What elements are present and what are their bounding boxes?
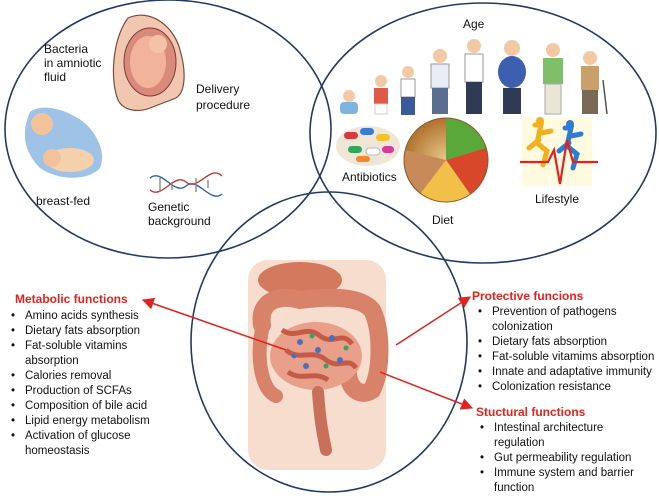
early-life-circle [4, 0, 332, 259]
age-label: Age [463, 17, 485, 31]
diet-plate-illustration [403, 117, 489, 203]
gut-circle [190, 191, 468, 493]
diet-label: Diet [432, 213, 454, 227]
list-item: Dietary fats absorption [476, 335, 654, 350]
pregnancy-illustration [112, 14, 185, 111]
antibiotics-pills-illustration [336, 126, 400, 166]
arrow-to-structural [379, 371, 474, 410]
antibiotics-label: Antibiotics [342, 170, 397, 184]
amniotic-bacteria-label: Bacteria in amniotic fluid [44, 42, 102, 84]
delivery-procedure-label: Delivery procedure [196, 82, 251, 112]
list-item: Fat-soluble vitamims absorption [476, 350, 654, 365]
structural-functions-title: Stuctural functions [476, 405, 586, 419]
older-adult-figure [543, 43, 563, 115]
list-item: Amino acids synthesis [9, 309, 150, 324]
genetic-background-label: Genetic background [148, 200, 211, 228]
lifestyle-illustration [520, 117, 598, 186]
lifestyle-label: Lifestyle [535, 192, 580, 206]
later-life-circle [309, 2, 657, 264]
list-item: Composition of bile acid [9, 399, 150, 414]
list-item: Lipid energy metabolism [9, 414, 150, 429]
toddler-figure [374, 75, 388, 115]
dna-helix-illustration [149, 172, 223, 197]
arrow-to-metabolic [141, 297, 287, 351]
metabolic-functions-list: Amino acids synthesis Dietary fats absor… [9, 309, 150, 459]
list-item: Gut permeability regulation [478, 451, 634, 466]
list-item: Production of SCFAs [9, 384, 150, 399]
age-progression-illustration [340, 39, 608, 115]
adult-figure [464, 39, 484, 114]
metabolic-functions-title: Metabolic functions [15, 292, 128, 306]
teen-figure [430, 49, 450, 114]
list-item: Dietary fats absorption [9, 324, 150, 339]
heavy-adult-figure [498, 40, 526, 114]
protective-functions-title: Protective funcions [472, 289, 584, 303]
list-item: Calories removal [9, 369, 150, 384]
child-figure [400, 66, 416, 115]
elderly-figure [581, 51, 608, 115]
baby-figure [340, 90, 358, 114]
list-item: Innate and adaptative immunity [476, 365, 654, 380]
gut-illustration [248, 260, 389, 470]
breastfeeding-illustration [24, 107, 103, 178]
breast-fed-label: breast-fed [36, 194, 91, 208]
list-item: Colonization resistance [476, 380, 654, 395]
arrow-to-protective [395, 296, 472, 346]
